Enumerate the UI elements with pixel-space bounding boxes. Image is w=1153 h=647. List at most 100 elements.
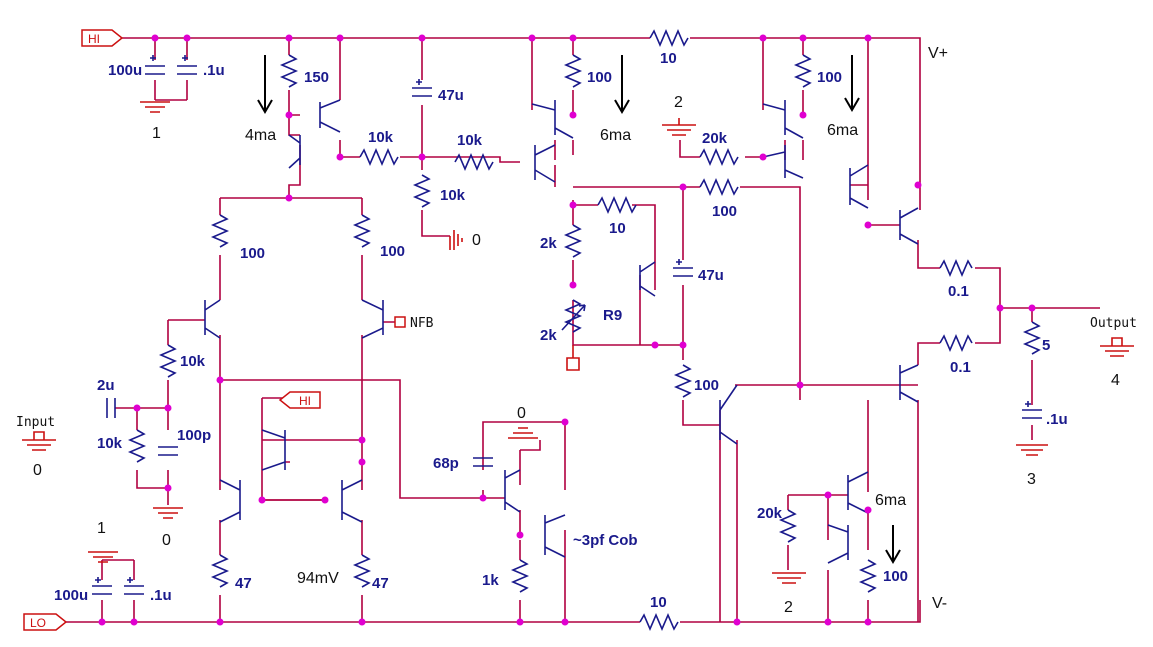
node-0-mid: 0 (162, 532, 171, 549)
ground-symbol-2-top (662, 118, 696, 136)
transistor-q19 (827, 524, 849, 564)
label-cob: ~3pf Cob (573, 532, 638, 549)
transistor-q4 (534, 144, 556, 183)
transistor-q15 (341, 479, 363, 523)
resistor-1k (510, 559, 530, 593)
resistor-100-b (793, 54, 813, 88)
transistor-q14 (219, 479, 241, 523)
ground-symbol-2-bottom (772, 572, 806, 584)
label-47u-top: 47u (438, 87, 464, 104)
label-10k-c: 10k (440, 187, 466, 204)
label-47u-mid: 47u (698, 267, 724, 284)
label-0.1u-top: .1u (203, 62, 225, 79)
node-4: 4 (1111, 372, 1120, 389)
label-10k-gnd: 10k (97, 435, 123, 452)
transistors (204, 99, 919, 564)
resistor-20k-bot (778, 509, 798, 543)
capacitor-68p (473, 457, 493, 467)
label-100u-top: 100u (108, 62, 142, 79)
label-100-diff-l: 100 (240, 245, 265, 262)
transistor-q18 (847, 471, 869, 514)
capacitors (92, 55, 1042, 595)
resistor-2k-a (563, 224, 583, 258)
resistor-0.1-top (939, 258, 973, 278)
junctions (98, 34, 1036, 626)
label-94mv: 94mV (297, 570, 339, 587)
resistor-100-diff-l (210, 214, 230, 248)
node-3: 3 (1027, 471, 1036, 488)
label-100-a: 100 (587, 69, 612, 86)
resistor-100-vas (673, 364, 693, 398)
transistor-r9 (639, 261, 656, 297)
port-lo-label: LO (30, 616, 46, 630)
label-100u-bot: 100u (54, 587, 88, 604)
resistor-100-c (699, 177, 739, 197)
grounds (22, 101, 1134, 584)
ground-symbol-1-top (140, 101, 170, 113)
label-5: 5 (1042, 337, 1050, 354)
label-100p: 100p (177, 427, 211, 444)
node-1-bottom: 1 (97, 520, 106, 537)
label-10k-in: 10k (180, 353, 206, 370)
label-current-4ma: 4ma (245, 127, 276, 144)
resistor-10k-b (454, 152, 494, 172)
ports: HI HI LO NFB (23, 29, 434, 631)
transistor-q9 (899, 364, 919, 403)
transistor-q2 (288, 134, 301, 169)
resistor-10k-in (158, 344, 178, 378)
label-2k-a: 2k (540, 235, 557, 252)
resistor-10-bot (639, 612, 679, 632)
labels: V+ V- Input Output 1 1 0 0 0 0 2 2 3 4 1… (16, 45, 1137, 616)
label-0.1-top: 0.1 (948, 283, 969, 300)
transistor-q10 (719, 384, 738, 445)
ground-symbol-0-input (22, 431, 56, 451)
capacitor-0.1u-top (177, 55, 197, 75)
label-100-diff-r: 100 (380, 243, 405, 260)
label-2k-pot: 2k (540, 327, 557, 344)
capacitor-100p (158, 446, 178, 456)
ground-symbol-4 (1100, 337, 1134, 357)
capacitor-47u-mid (673, 259, 693, 277)
label-current-6ma-c: 6ma (875, 492, 906, 509)
node-1-top: 1 (152, 125, 161, 142)
resistor-100-bot (858, 559, 878, 593)
label-0.1u-bot: .1u (150, 587, 172, 604)
label-current-6ma-b: 6ma (827, 122, 858, 139)
label-47-r: 47 (372, 575, 389, 592)
label-47-l: 47 (235, 575, 252, 592)
resistor-10-vas (597, 195, 637, 215)
label-10-vas: 10 (609, 220, 626, 237)
label-10k-b: 10k (457, 132, 483, 149)
node-2-bottom: 2 (784, 599, 793, 616)
ground-symbol-0-mid (153, 507, 183, 519)
port-hi-mid (278, 391, 321, 409)
capacitor-100u-bot (92, 577, 112, 595)
label-100-b: 100 (817, 69, 842, 86)
label-1k: 1k (482, 572, 499, 589)
label-68p: 68p (433, 455, 459, 472)
resistor-100-a (563, 54, 583, 88)
label-current-6ma-a: 6ma (600, 127, 631, 144)
resistor-10k-c (412, 174, 432, 208)
resistor-47-l (210, 554, 230, 588)
label-0.1-bot: 0.1 (950, 359, 971, 376)
capacitor-100u-top (145, 55, 165, 75)
resistor-10k-gnd (127, 429, 147, 463)
transistor-q6 (762, 145, 804, 179)
capacitor-0.1u-out (1022, 401, 1042, 419)
transistor-q3 (531, 100, 574, 139)
label-100-c: 100 (712, 203, 737, 220)
capacitor-2u (106, 398, 116, 418)
rail-vplus: V+ (928, 45, 948, 62)
label-0.1u-out: .1u (1046, 411, 1068, 428)
rail-vminus: V- (932, 595, 947, 612)
resistor-2k-pot (561, 299, 586, 333)
ground-symbol-3 (1016, 444, 1048, 456)
current-arrows (257, 55, 901, 564)
label-100-vas: 100 (694, 377, 719, 394)
transistor-q11 (204, 299, 221, 339)
label-150: 150 (304, 69, 329, 86)
resistor-10k-a (359, 147, 399, 167)
resistor-5 (1022, 321, 1042, 355)
node-2-top: 2 (674, 94, 683, 111)
